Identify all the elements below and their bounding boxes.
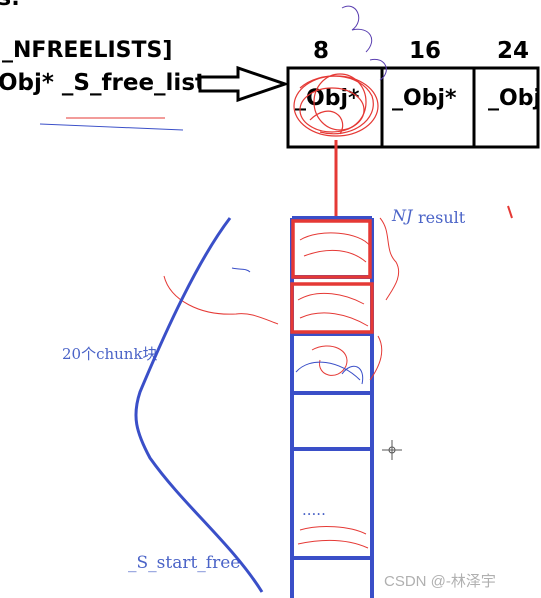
red-tick-mark xyxy=(507,205,513,219)
free-list-header-24: 24 xyxy=(497,38,530,64)
diagram-canvas xyxy=(39,5,540,598)
code-fragment-top: s: xyxy=(0,0,20,11)
free-list-cell-8: _Obj* xyxy=(295,86,360,111)
start-free-label: _S_start_free xyxy=(128,553,241,573)
free-list-header-16: 16 xyxy=(409,38,442,64)
result-handwriting: NJ xyxy=(392,206,413,225)
free-list-cell-24: _Obj xyxy=(488,86,541,111)
watermark: CSDN @-林泽宇 xyxy=(384,573,496,590)
second-chunk-highlight xyxy=(290,282,374,334)
red-scribble-cell xyxy=(293,73,379,137)
scribble-top xyxy=(341,5,387,81)
ellipsis-dots: ..... xyxy=(302,501,326,519)
crosshair-cursor-icon xyxy=(382,440,402,460)
free-list-cell-16: _Obj* xyxy=(392,86,457,111)
doodle-blue-underline xyxy=(39,123,184,131)
code-line-free-list: Obj* _S_free_list xyxy=(0,70,206,96)
free-list-header-8: 8 xyxy=(313,38,330,64)
diagram-drawing xyxy=(39,5,540,598)
code-line-nfreelists: _NFREELISTS] xyxy=(2,38,173,63)
result-chunk-highlight xyxy=(291,219,372,279)
result-label: result xyxy=(418,208,466,227)
chunk-bracket-curve xyxy=(134,217,264,593)
free-list-array xyxy=(286,66,540,149)
chunk-scribbles xyxy=(163,217,400,549)
pointer-arrow xyxy=(198,65,290,103)
chunk-count-label: 20个chunk块 xyxy=(62,345,158,363)
chunk-column xyxy=(290,216,374,598)
